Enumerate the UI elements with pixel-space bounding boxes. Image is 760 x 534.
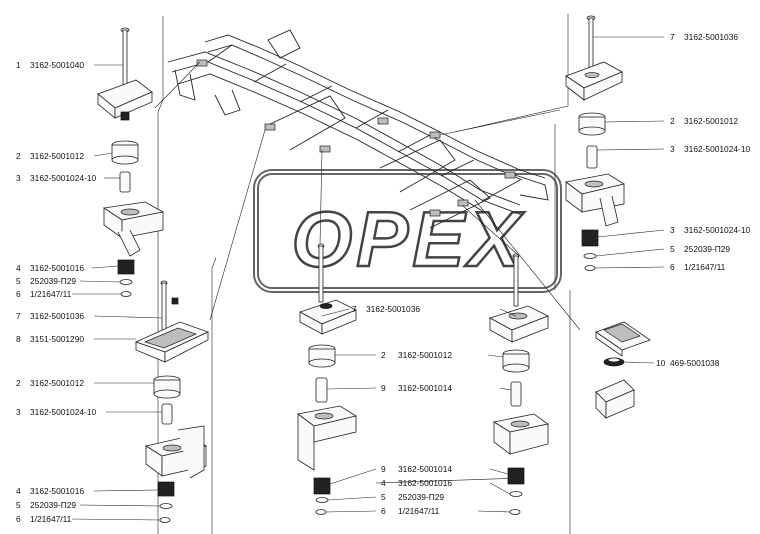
svg-text:4: 4 bbox=[16, 263, 21, 273]
callout-3: 3 3162-5001024-10 bbox=[16, 173, 96, 183]
callout-6: 6 1/21647/11 bbox=[16, 289, 72, 299]
svg-text:3162-5001036: 3162-5001036 bbox=[366, 304, 420, 314]
svg-text:5: 5 bbox=[16, 276, 21, 286]
svg-text:252039-П29: 252039-П29 bbox=[398, 492, 444, 502]
svg-text:6: 6 bbox=[16, 289, 21, 299]
assembly-right-center bbox=[488, 253, 549, 515]
svg-text:3162-5001012: 3162-5001012 bbox=[684, 116, 738, 126]
svg-text:469-5001038: 469-5001038 bbox=[670, 358, 720, 368]
assembly-left-top bbox=[97, 27, 165, 297]
svg-text:3162-5001012: 3162-5001012 bbox=[30, 151, 84, 161]
chassis-frame bbox=[167, 29, 549, 229]
frame-leaders bbox=[154, 61, 581, 331]
svg-text:3151-5001290: 3151-5001290 bbox=[30, 334, 84, 344]
svg-text:3162-5001014: 3162-5001014 bbox=[398, 383, 452, 393]
svg-text:7: 7 bbox=[670, 32, 675, 42]
callout-5: 5 252039-П29 bbox=[16, 276, 76, 286]
assembly-right-top bbox=[565, 15, 626, 271]
svg-text:3162-5001016: 3162-5001016 bbox=[30, 263, 84, 273]
callout-6: 6 1/21647/11 bbox=[381, 506, 440, 516]
svg-text:5: 5 bbox=[16, 500, 21, 510]
callout-7: 7 3162-5001036 bbox=[352, 304, 420, 314]
svg-text:1/21647/11: 1/21647/11 bbox=[684, 262, 726, 272]
svg-text:10: 10 bbox=[656, 358, 666, 368]
watermark-text: OPEX bbox=[292, 195, 525, 283]
svg-text:3162-5001016: 3162-5001016 bbox=[30, 486, 84, 496]
callout-labels: 1 3162-5001040 2 3162-5001012 3 3162-500… bbox=[16, 32, 750, 524]
callout-4: 4 3162-5001016 bbox=[16, 263, 84, 273]
svg-text:3162-5001024-10: 3162-5001024-10 bbox=[30, 173, 96, 183]
svg-text:3162-5001012: 3162-5001012 bbox=[398, 350, 452, 360]
svg-text:2: 2 bbox=[381, 350, 386, 360]
svg-text:4: 4 bbox=[381, 478, 386, 488]
assembly-left-bottom bbox=[134, 280, 210, 523]
callout-4: 4 3162-5001016 bbox=[381, 478, 452, 488]
svg-text:1/21647/11: 1/21647/11 bbox=[30, 514, 72, 524]
assembly-part-10 bbox=[595, 321, 651, 419]
svg-text:6: 6 bbox=[670, 262, 675, 272]
callout-2: 2 3162-5001012 bbox=[16, 378, 84, 388]
callout-2: 2 3162-5001012 bbox=[381, 350, 452, 360]
callout-9: 9 3162-5001014 bbox=[381, 464, 452, 474]
callout-3: 3 3162-5001024-10 bbox=[16, 407, 96, 417]
svg-text:6: 6 bbox=[381, 506, 386, 516]
svg-text:1: 1 bbox=[16, 60, 21, 70]
svg-text:3162-5001024-10: 3162-5001024-10 bbox=[684, 144, 750, 154]
callout-3: 3 3162-5001024-10 bbox=[670, 144, 750, 154]
svg-text:3162-5001040: 3162-5001040 bbox=[30, 60, 84, 70]
callout-2: 2 3162-5001012 bbox=[670, 116, 738, 126]
svg-text:4: 4 bbox=[16, 486, 21, 496]
callout-leaders bbox=[71, 36, 665, 521]
callout-7: 7 3162-5001036 bbox=[16, 311, 84, 321]
svg-text:3: 3 bbox=[16, 173, 21, 183]
callout-6: 6 1/21647/11 bbox=[670, 262, 726, 272]
callout-4: 4 3162-5001016 bbox=[16, 486, 84, 496]
svg-text:252039-П29: 252039-П29 bbox=[30, 276, 76, 286]
svg-text:1/21647/11: 1/21647/11 bbox=[398, 506, 440, 516]
svg-text:3162-5001014: 3162-5001014 bbox=[398, 464, 452, 474]
callout-10: 10 469-5001038 bbox=[656, 358, 720, 368]
svg-text:3162-5001036: 3162-5001036 bbox=[684, 32, 738, 42]
callout-6: 6 1/21647/11 bbox=[16, 514, 72, 524]
svg-text:5: 5 bbox=[381, 492, 386, 502]
svg-text:1/21647/11: 1/21647/11 bbox=[30, 289, 72, 299]
section-dividers bbox=[157, 14, 571, 534]
svg-text:3: 3 bbox=[670, 225, 675, 235]
svg-text:8: 8 bbox=[16, 334, 21, 344]
svg-text:7: 7 bbox=[16, 311, 21, 321]
svg-text:252039-П29: 252039-П29 bbox=[684, 244, 730, 254]
callout-7: 7 3162-5001036 bbox=[670, 32, 738, 42]
callout-5: 5 252039-П29 bbox=[381, 492, 444, 502]
svg-text:2: 2 bbox=[16, 378, 21, 388]
svg-text:9: 9 bbox=[381, 383, 386, 393]
svg-text:3: 3 bbox=[16, 407, 21, 417]
svg-text:6: 6 bbox=[16, 514, 21, 524]
watermark: OPEX bbox=[253, 169, 562, 293]
callout-9: 3 3162-5001024-10 bbox=[670, 225, 750, 235]
svg-text:3162-5001016: 3162-5001016 bbox=[398, 478, 452, 488]
svg-text:3162-5001012: 3162-5001012 bbox=[30, 378, 84, 388]
callout-2: 2 3162-5001012 bbox=[16, 151, 84, 161]
svg-text:3162-5001024-10: 3162-5001024-10 bbox=[684, 225, 750, 235]
callout-3: 9 3162-5001014 bbox=[381, 383, 452, 393]
svg-text:3162-5001036: 3162-5001036 bbox=[30, 311, 84, 321]
callout-5: 5 252039-П29 bbox=[16, 500, 76, 510]
svg-text:3: 3 bbox=[670, 144, 675, 154]
callout-5: 5 252039-П29 bbox=[670, 244, 730, 254]
svg-text:5: 5 bbox=[670, 244, 675, 254]
svg-text:2: 2 bbox=[16, 151, 21, 161]
assembly-center bbox=[297, 243, 358, 515]
svg-text:3162-5001024-10: 3162-5001024-10 bbox=[30, 407, 96, 417]
svg-text:252039-П29: 252039-П29 bbox=[30, 500, 76, 510]
svg-text:7: 7 bbox=[352, 304, 357, 314]
svg-text:9: 9 bbox=[381, 464, 386, 474]
callout-1: 1 3162-5001040 bbox=[16, 60, 84, 70]
svg-text:2: 2 bbox=[670, 116, 675, 126]
callout-8: 8 3151-5001290 bbox=[16, 334, 84, 344]
